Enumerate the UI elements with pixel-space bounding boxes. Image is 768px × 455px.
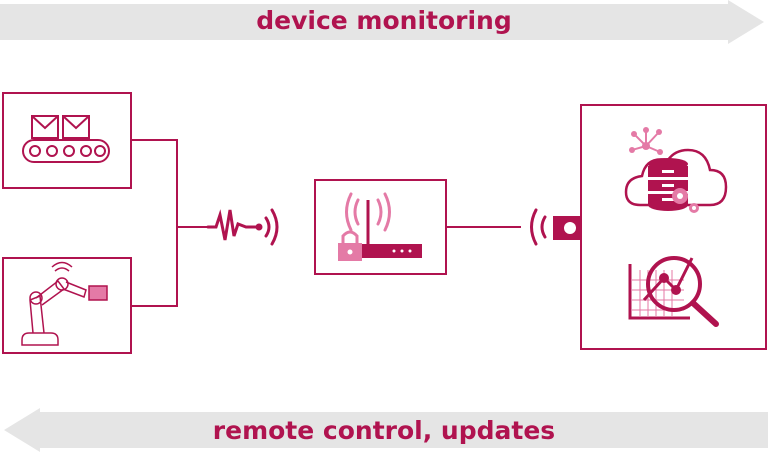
analytics-magnifier-icon	[628, 256, 719, 327]
wireless-signal-icon	[206, 208, 279, 246]
remote-control-label: remote control, updates	[212, 416, 556, 445]
robot-box	[2, 257, 132, 354]
robot-arm-icon	[21, 261, 108, 346]
secure-router-icon	[338, 192, 422, 261]
conveyor-belt-icon	[22, 115, 110, 163]
connection-lines	[131, 139, 521, 307]
device-monitoring-label: device monitoring	[256, 6, 512, 35]
cloud-analytics-box	[580, 104, 767, 350]
device-monitoring-arrow	[0, 0, 764, 44]
router-box	[314, 179, 447, 275]
cloud-database-icon	[624, 127, 728, 213]
remote-control-arrow	[4, 408, 768, 452]
conveyor-box	[2, 92, 132, 189]
